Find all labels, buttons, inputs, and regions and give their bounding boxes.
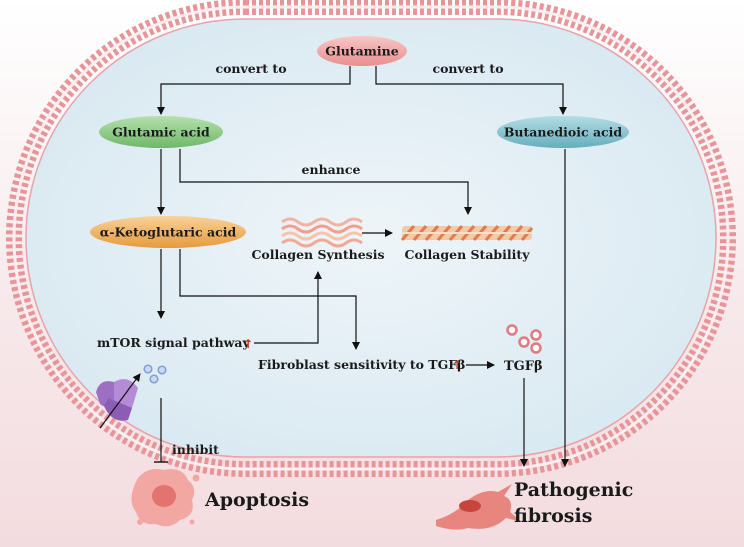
mtor-up-arrow-icon: ↑ bbox=[243, 337, 253, 351]
node-a-ketoglutaric-acid-label: α-Ketoglutaric acid bbox=[100, 225, 237, 240]
collagen-synthesis-icon bbox=[281, 217, 363, 248]
tgfb-label: TGFβ bbox=[504, 359, 543, 374]
pathogenic-fibrosis-label-line1: Pathogenic bbox=[514, 479, 633, 501]
node-glutamine-label: Glutamine bbox=[325, 44, 398, 59]
fibroblast-sensitivity-label: Fibroblast sensitivity to TGFβ bbox=[258, 357, 465, 372]
node-glutamic-acid: Glutamic acid bbox=[99, 116, 223, 148]
edge-glutamine-to-glutamic-acid bbox=[157, 66, 351, 115]
edge-label-inhibit: inhibit bbox=[172, 442, 219, 457]
fibroblast-up-arrow-icon: ↑ bbox=[452, 358, 462, 372]
node-a-ketoglutaric-acid: α-Ketoglutaric acid bbox=[90, 216, 246, 248]
edge-glutamine-to-butanedioic-acid bbox=[375, 66, 567, 115]
edge-enhance-collagen-stability bbox=[179, 149, 472, 215]
edge-label-convert-to-left: convert to bbox=[215, 61, 286, 76]
node-butanedioic-acid: Butanedioic acid bbox=[497, 116, 629, 148]
collagen-stability-label: Collagen Stability bbox=[405, 247, 531, 262]
tgfb-molecules-icon bbox=[506, 324, 542, 354]
apoptotic-cell-icon bbox=[131, 469, 200, 527]
node-butanedioic-acid-label: Butanedioic acid bbox=[504, 125, 623, 140]
edge-mtor-to-collagen-synthesis bbox=[254, 271, 322, 344]
fibroblast-cell-icon bbox=[436, 484, 522, 530]
apoptosis-label: Apoptosis bbox=[204, 489, 309, 511]
pathogenic-fibrosis-label-line2: fibrosis bbox=[514, 505, 592, 527]
edge-ketoglutaric-to-fibroblast bbox=[179, 249, 360, 350]
edge-label-convert-to-right: convert to bbox=[432, 61, 503, 76]
membrane-transporter-icon bbox=[96, 364, 167, 429]
mtor-pathway-label: mTOR signal pathway bbox=[97, 335, 251, 350]
collagen-stability-icon bbox=[400, 225, 534, 241]
collagen-synthesis-label: Collagen Synthesis bbox=[251, 247, 384, 262]
node-glutamic-acid-label: Glutamic acid bbox=[112, 125, 210, 140]
edge-label-enhance: enhance bbox=[302, 162, 361, 177]
node-glutamine: Glutamine bbox=[317, 36, 407, 66]
